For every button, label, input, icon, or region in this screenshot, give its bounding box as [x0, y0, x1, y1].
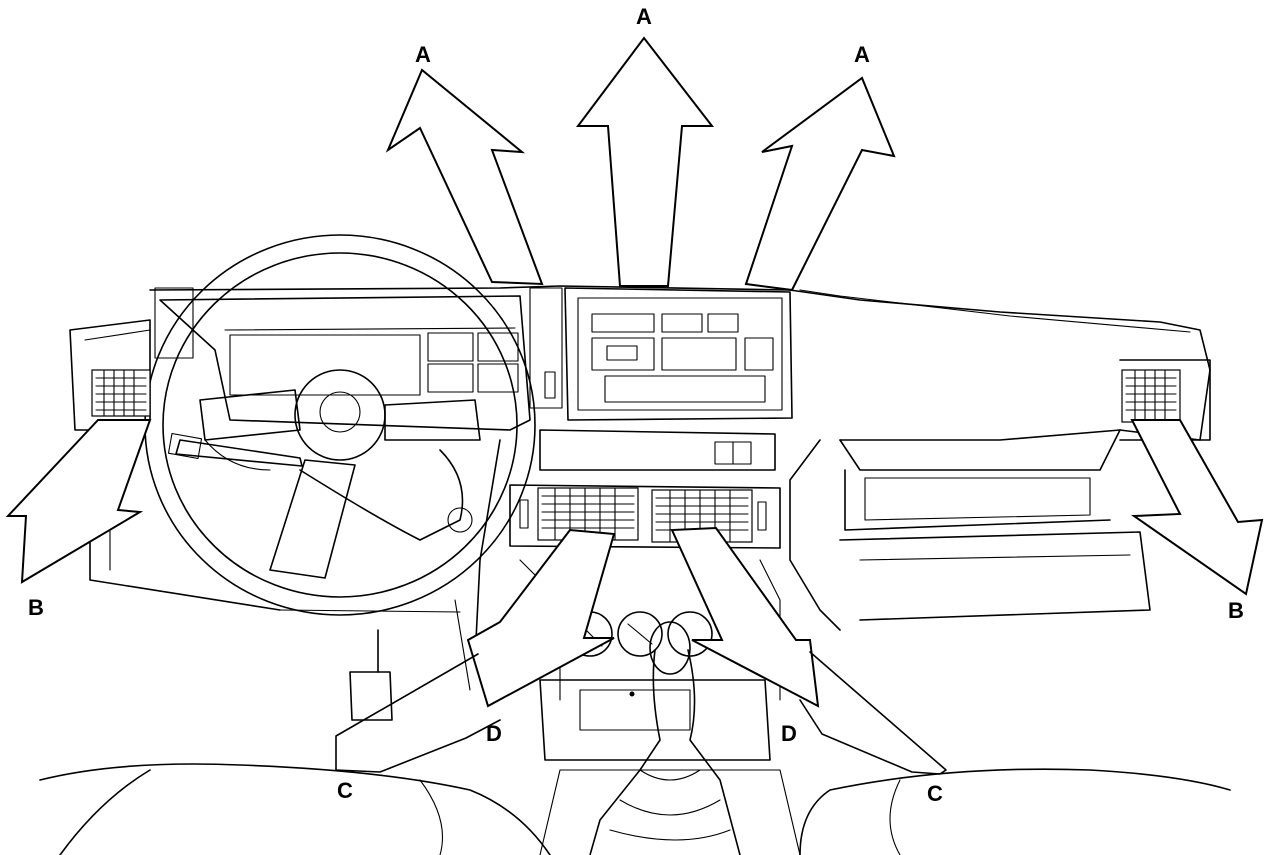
arrow-d-left [466, 528, 616, 708]
label-c-left: C [337, 778, 353, 803]
steering-wheel [144, 234, 536, 616]
arrow-a-center [576, 36, 715, 287]
seats [39, 763, 1231, 855]
label-a-center: A [636, 4, 652, 29]
arrow-b-right [1130, 419, 1264, 596]
arrow-a-right [744, 76, 896, 292]
leader-c-right [799, 651, 947, 775]
label-d-left: D [486, 721, 502, 746]
arrow-a-left [385, 68, 544, 286]
right-side-vent [1121, 369, 1181, 423]
leader-c-left [335, 653, 501, 773]
arrow-d-right [670, 526, 820, 708]
label-a-right: A [854, 42, 870, 67]
left-side-vent [91, 369, 151, 417]
label-a-left: A [415, 42, 431, 67]
label-c-right: C [927, 781, 943, 806]
label-b-left: B [28, 595, 44, 620]
arrow-b-left [5, 419, 152, 584]
label-d-right: D [781, 721, 797, 746]
label-b-right: B [1228, 598, 1244, 623]
